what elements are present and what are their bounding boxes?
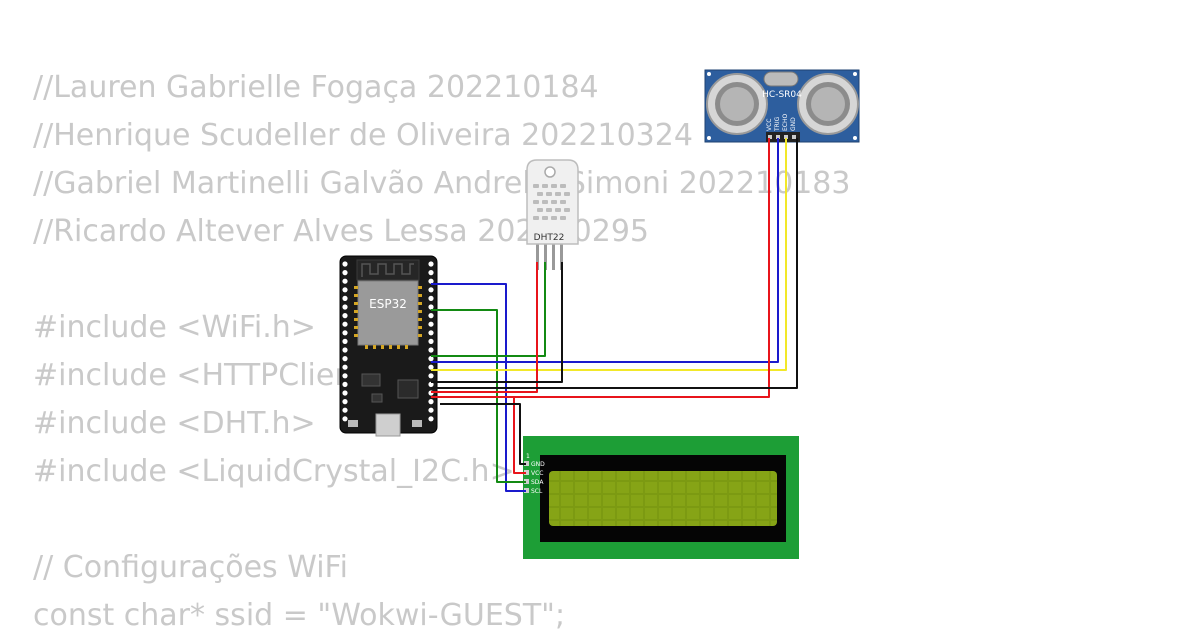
wire-dht-vcc xyxy=(431,262,538,393)
esp32-pin xyxy=(428,338,434,344)
esp32-pin xyxy=(342,338,348,344)
esp32-pin xyxy=(342,407,348,413)
esp32-pin xyxy=(428,381,434,387)
esp32-pin xyxy=(342,261,348,267)
esp32-pin xyxy=(342,399,348,405)
esp32-pin xyxy=(428,287,434,293)
code-line: //Ricardo Altever Alves Lessa 202210295 xyxy=(33,214,650,249)
esp32-pin xyxy=(428,347,434,353)
esp32-pin xyxy=(342,356,348,362)
esp32-pin xyxy=(428,364,434,370)
esp32-pin xyxy=(342,347,348,353)
esp32-pin xyxy=(342,295,348,301)
esp32-pin xyxy=(342,381,348,387)
esp32-pin xyxy=(342,416,348,422)
esp32-pin xyxy=(428,356,434,362)
lcd-pin-label-gnd: GND xyxy=(531,461,545,468)
esp32-pin xyxy=(428,261,434,267)
lcd-pin1-marker: 1 xyxy=(526,453,530,460)
esp32-pin xyxy=(342,278,348,284)
esp32-pin xyxy=(428,295,434,301)
wire-lcd-vcc xyxy=(431,396,526,474)
pin-label-gnd: GND xyxy=(790,117,797,131)
wire-hcsr04-vcc xyxy=(514,138,770,398)
esp32-pin xyxy=(428,416,434,422)
dht22-sensor[interactable]: DHT22 xyxy=(526,159,579,270)
esp32-pin xyxy=(342,364,348,370)
esp32-pin xyxy=(428,304,434,310)
wires xyxy=(431,138,798,492)
lcd-pin-label-scl: SCL xyxy=(531,488,543,495)
wire-lcd-gnd xyxy=(440,403,526,465)
esp32-label: ESP32 xyxy=(369,297,407,311)
code-line: #include <WiFi.h> xyxy=(33,310,316,345)
dht22-label: DHT22 xyxy=(534,233,565,243)
code-line: //Lauren Gabrielle Fogaça 202210184 xyxy=(33,70,599,105)
lcd-pin-label-vcc: VCC xyxy=(531,470,543,477)
transducer-right xyxy=(797,73,859,135)
code-line: const char* ssid = "Wokwi-GUEST"; xyxy=(33,598,566,633)
usb-port xyxy=(375,413,401,437)
esp32-pin xyxy=(428,407,434,413)
code-line: #include <DHT.h> xyxy=(33,406,316,441)
code-line: #include <LiquidCrystal_I2C.h> xyxy=(33,454,515,489)
wire-hcsr04-echo xyxy=(431,138,787,371)
esp32-module-shield xyxy=(357,280,419,346)
lcd-display[interactable]: 1 GND VCC SDA SCL xyxy=(523,436,799,559)
wire-hcsr04-trig xyxy=(431,138,779,363)
esp32-pin xyxy=(428,373,434,379)
sensor-model-label: HC-SR04 xyxy=(762,90,802,100)
esp32-board[interactable]: ESP32 xyxy=(339,255,438,437)
esp32-pin xyxy=(342,321,348,327)
code-line: //Henrique Scudeller de Oliveira 2022103… xyxy=(33,118,693,153)
esp32-pin xyxy=(428,321,434,327)
esp32-pin xyxy=(428,313,434,319)
esp32-pin xyxy=(342,313,348,319)
esp32-pin xyxy=(428,330,434,336)
pin-label-vcc: VCC xyxy=(766,119,773,131)
transducer-left xyxy=(706,73,768,135)
wire-dht-gnd xyxy=(431,262,563,383)
esp32-pin xyxy=(428,399,434,405)
pin-label-trig: TRIG xyxy=(774,116,781,132)
wire-dht-data xyxy=(431,262,546,357)
ultrasonic-sensor[interactable]: HC-SR04 VCC TRIG ECHO GND xyxy=(704,69,860,143)
esp32-pin xyxy=(428,270,434,276)
esp32-pin xyxy=(428,278,434,284)
esp32-pin xyxy=(342,390,348,396)
esp32-pin xyxy=(342,270,348,276)
crystal-oscillator xyxy=(763,71,799,87)
pin-label-echo: ECHO xyxy=(782,114,789,131)
esp32-pin xyxy=(342,373,348,379)
esp32-pin xyxy=(342,304,348,310)
wire-hcsr04-gnd xyxy=(431,138,798,389)
esp32-pin xyxy=(342,287,348,293)
lcd-pin-label-sda: SDA xyxy=(531,479,544,486)
esp32-pin xyxy=(342,330,348,336)
lcd-screen xyxy=(549,471,777,526)
code-line: // Configurações WiFi xyxy=(33,550,348,585)
